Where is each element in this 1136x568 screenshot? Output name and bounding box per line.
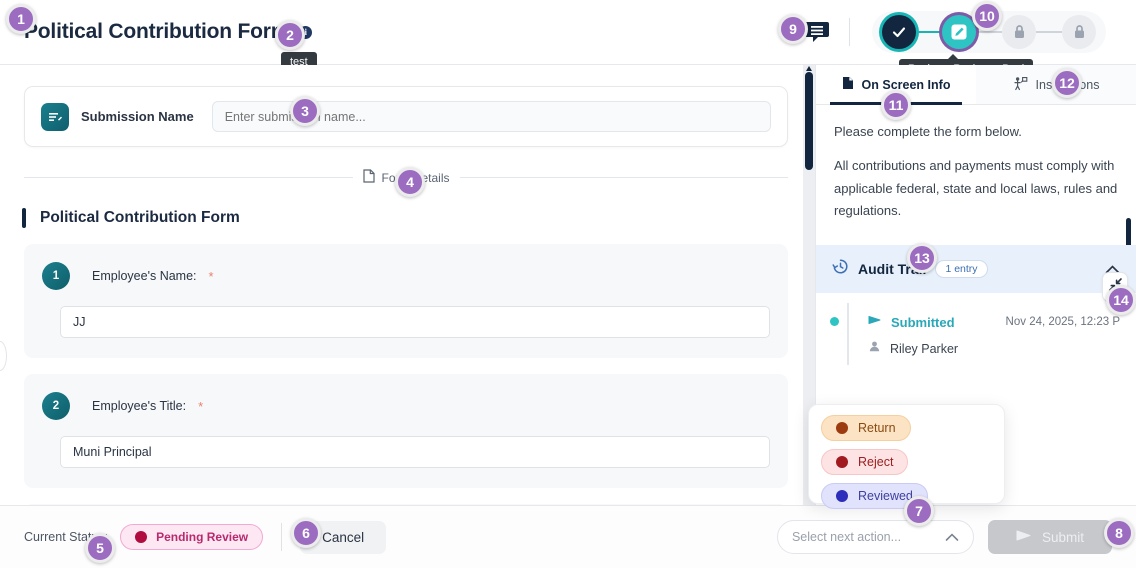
field-number: 2 — [42, 392, 70, 420]
step-connector-2 — [976, 31, 1002, 33]
document-icon — [842, 76, 854, 93]
submission-name-label: Submission Name — [81, 109, 194, 124]
comments-icon[interactable] — [805, 21, 831, 43]
field-header: 1 Employee's Name: * — [42, 262, 770, 290]
form-section-header: Political Contribution Form — [22, 208, 812, 228]
section-title: Political Contribution Form — [40, 209, 240, 226]
scrollbar-up-arrow[interactable] — [806, 66, 812, 71]
annotation-badge-9: 9 — [778, 14, 808, 44]
option-bullet-icon — [836, 490, 848, 502]
side-panel-scrollbar-thumb[interactable] — [1126, 218, 1131, 245]
submission-name-card: Submission Name — [24, 86, 788, 147]
annotation-badge-1: 1 — [6, 4, 36, 34]
history-clock-icon — [832, 258, 849, 280]
side-panel: On Screen Info Instructions Please compl… — [815, 65, 1136, 505]
audit-action-label: Submitted — [891, 314, 955, 330]
info-paragraph-1: Please complete the form below. — [834, 124, 1022, 139]
field-label: Employee's Name: — [92, 269, 197, 283]
annotation-badge-3: 3 — [290, 96, 320, 126]
app-footer: Current Status: Pending Review Cancel Se… — [0, 505, 1136, 568]
chevron-up-icon[interactable] — [1105, 261, 1120, 277]
left-edge-handle[interactable] — [0, 341, 7, 371]
form-field-3-partial — [24, 504, 788, 505]
field-number: 1 — [42, 262, 70, 290]
instructions-person-icon — [1013, 76, 1028, 94]
employee-name-input[interactable] — [60, 306, 770, 338]
annotation-badge-5: 5 — [85, 533, 115, 563]
audit-trail-header[interactable]: Audit Trail 1 entry — [816, 245, 1136, 293]
side-panel-tabs: On Screen Info Instructions — [816, 65, 1136, 105]
option-label: Return — [858, 421, 896, 435]
status-badge-label: Pending Review — [156, 530, 249, 544]
audit-entry-action-row: Submitted Nov 24, 2025, 12:23 P — [868, 313, 1120, 331]
document-icon — [362, 169, 375, 186]
dropdown-option-reject[interactable]: Reject — [821, 449, 909, 475]
send-icon — [1016, 529, 1032, 545]
annotation-badge-11: 11 — [881, 90, 911, 120]
audit-user-name: Riley Parker — [890, 342, 959, 356]
chevron-up-icon[interactable] — [945, 530, 959, 545]
annotation-badge-12: 12 — [1052, 68, 1082, 98]
submit-button[interactable]: Submit — [987, 520, 1112, 554]
section-accent-bar — [22, 208, 26, 228]
required-marker: * — [208, 268, 214, 284]
annotation-badge-10: 10 — [972, 1, 1002, 31]
annotation-badge-6: 6 — [291, 518, 321, 548]
header-actions — [805, 11, 1136, 53]
form-field-2: 2 Employee's Title: * — [24, 374, 788, 488]
annotation-badge-7: 7 — [904, 496, 934, 526]
annotation-badge-13: 13 — [907, 243, 937, 273]
next-action-dropdown-menu: Return Reject Reviewed — [808, 404, 1005, 509]
submit-label: Submit — [1041, 529, 1084, 545]
submission-name-icon — [41, 102, 69, 131]
dropdown-option-reviewed[interactable]: Reviewed — [821, 483, 928, 509]
dropdown-option-return[interactable]: Return — [821, 415, 911, 441]
app-header: Political Contribution Form i — [0, 0, 1136, 65]
main-scrollbar-track[interactable] — [803, 65, 815, 505]
required-marker: * — [198, 398, 204, 414]
annotation-badge-4: 4 — [395, 167, 425, 197]
option-bullet-icon — [836, 456, 848, 468]
tab-label: On Screen Info — [861, 77, 951, 92]
audit-entry-user-row: Riley Parker — [868, 340, 1120, 358]
divider-line-left — [24, 177, 353, 178]
divider-line-right — [459, 177, 789, 178]
status-bullet-icon — [135, 531, 148, 543]
audit-timeline-dot — [830, 317, 839, 326]
step-connector-3 — [1036, 31, 1062, 33]
step-locked-2[interactable] — [1062, 15, 1096, 49]
form-field-1: 1 Employee's Name: * — [24, 244, 788, 358]
info-paragraph-2: All contributions and payments must comp… — [834, 158, 1118, 219]
person-icon — [868, 340, 881, 358]
option-bullet-icon — [836, 422, 848, 434]
send-icon — [868, 313, 882, 331]
step-connector-1 — [916, 31, 942, 33]
option-label: Reviewed — [858, 489, 913, 503]
main-scrollbar-thumb[interactable] — [805, 72, 813, 170]
audit-timestamp: Nov 24, 2025, 12:23 P — [1005, 316, 1120, 328]
on-screen-info-content: Please complete the form below. All cont… — [816, 105, 1136, 245]
employee-title-input[interactable] — [60, 436, 770, 468]
audit-entry: Submitted Nov 24, 2025, 12:23 P Riley Pa… — [868, 313, 1120, 358]
step-locked-1[interactable] — [1002, 15, 1036, 49]
annotation-badge-8: 8 — [1104, 518, 1134, 548]
next-action-select[interactable]: Select next action... — [776, 520, 974, 554]
next-action-placeholder: Select next action... — [791, 530, 902, 544]
step-completed[interactable] — [882, 15, 916, 49]
footer-divider — [281, 523, 283, 551]
option-label: Reject — [858, 455, 894, 469]
audit-entry-count: 1 entry — [935, 260, 988, 278]
audit-timeline-line — [847, 303, 849, 365]
header-divider — [849, 18, 850, 46]
form-main-pane: Submission Name Form Details Political C… — [0, 65, 812, 505]
page-title: Political Contribution Form — [24, 20, 290, 43]
footer-actions: Select next action... Submit — [776, 520, 1136, 554]
field-header: 2 Employee's Title: * — [42, 392, 770, 420]
step-current-review[interactable] — [942, 15, 976, 49]
status-badge: Pending Review — [120, 524, 264, 550]
annotation-badge-14: 14 — [1106, 285, 1136, 315]
annotation-badge-2: 2 — [275, 20, 305, 50]
audit-trail-body: Submitted Nov 24, 2025, 12:23 P Riley Pa… — [816, 293, 1136, 365]
field-label: Employee's Title: — [92, 399, 187, 413]
